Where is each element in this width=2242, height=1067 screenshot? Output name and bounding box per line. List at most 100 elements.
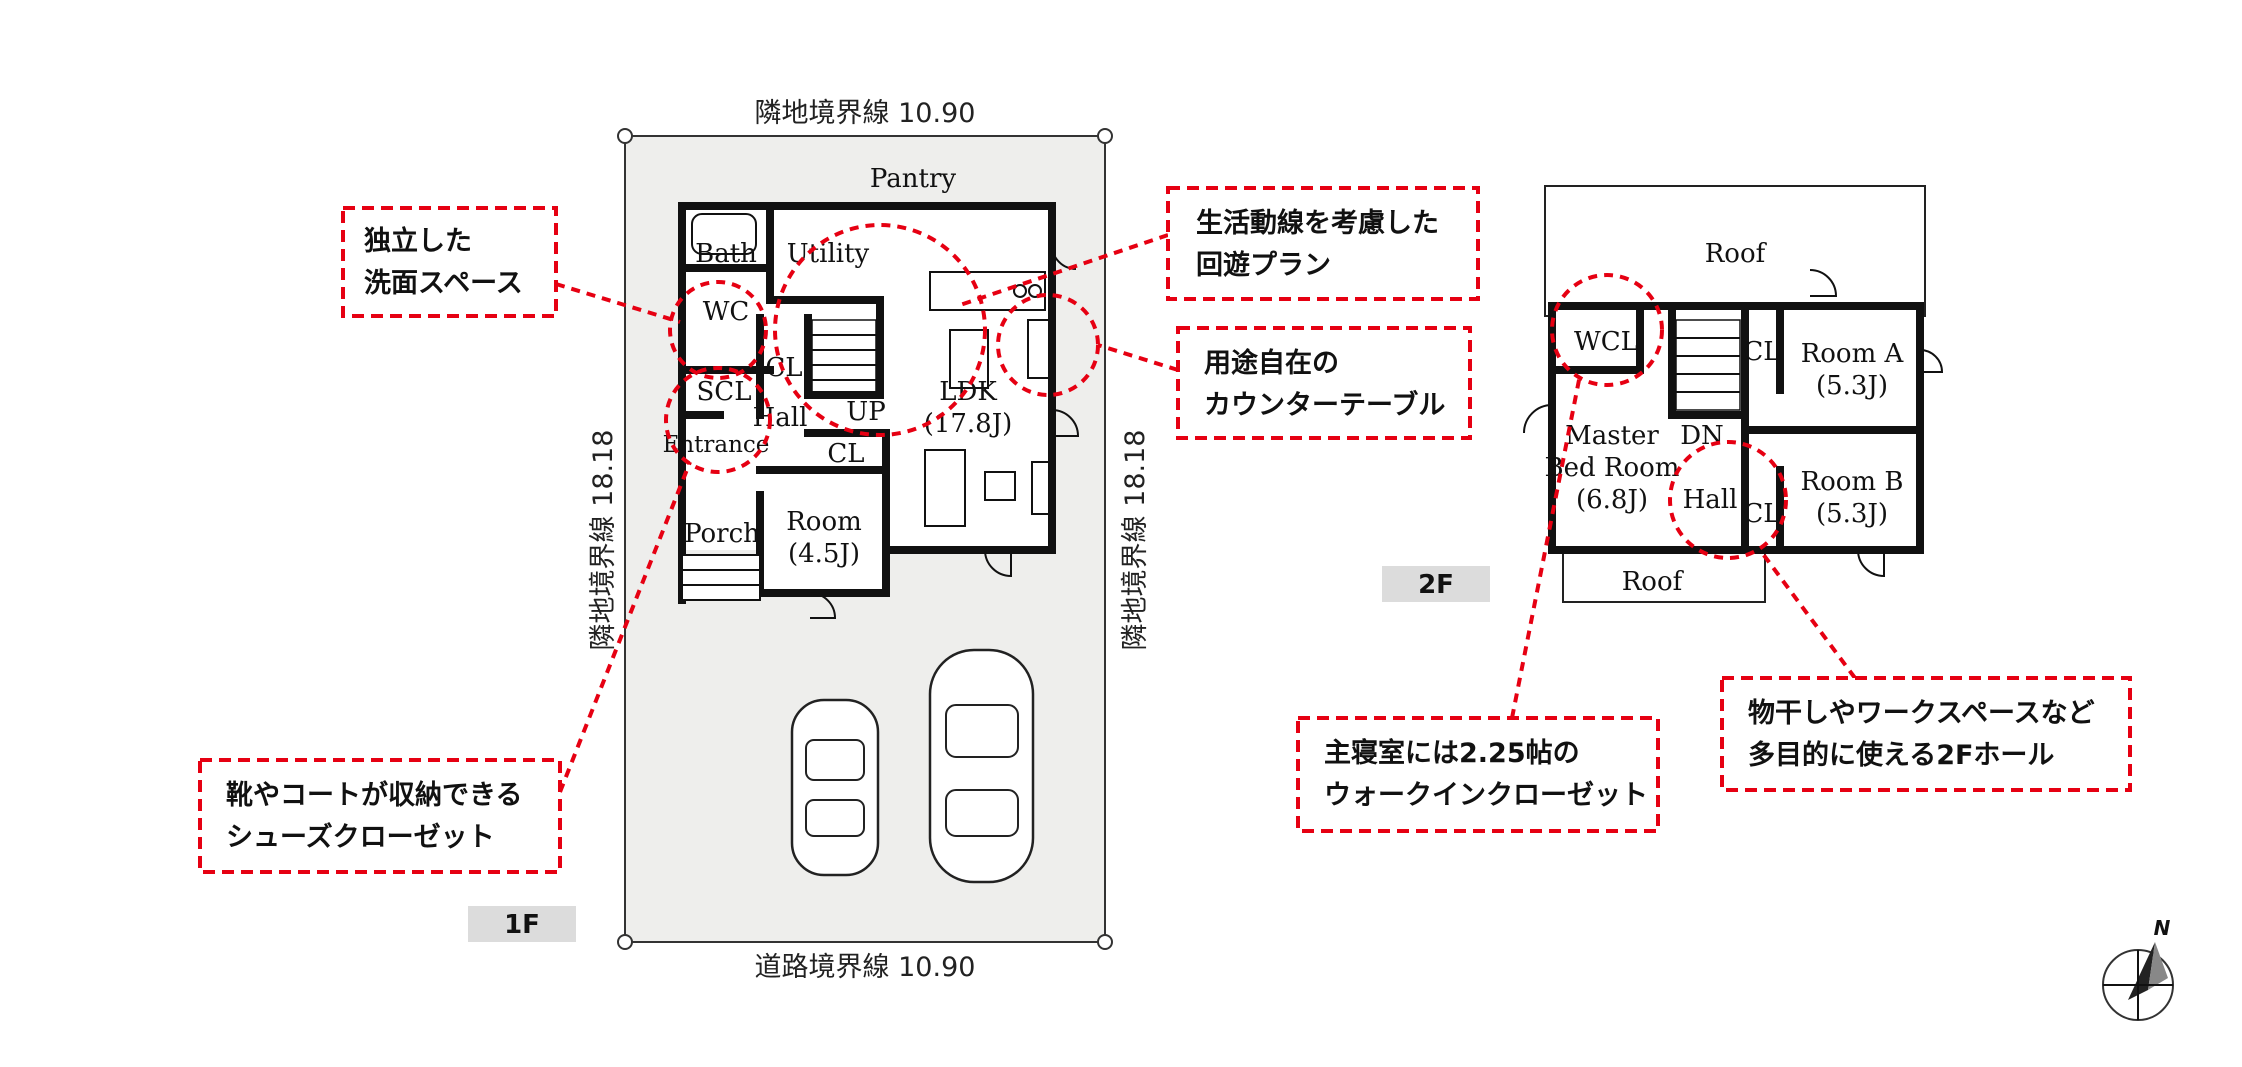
floor2-label: 2F bbox=[1418, 570, 1454, 600]
callout-line2: ウォークインクローゼット bbox=[1324, 780, 1648, 811]
floor1-label: 1F bbox=[504, 910, 540, 940]
sofa bbox=[924, 449, 966, 527]
car-rear-window bbox=[805, 799, 865, 837]
callout-box bbox=[1296, 716, 1660, 833]
room-label-roof-bottom: Roof bbox=[1622, 567, 1685, 597]
room-label-room-b: Room B bbox=[1801, 467, 1904, 497]
stove-burner bbox=[1013, 284, 1027, 298]
room-label-entrance: Entrance bbox=[663, 432, 770, 458]
door-swing bbox=[809, 592, 837, 619]
room-label-cl-a: CL bbox=[1743, 337, 1780, 367]
callout-box bbox=[1166, 186, 1480, 301]
right-boundary-label: 隣地境界線 18.18 bbox=[1120, 430, 1151, 651]
lot-corner bbox=[1097, 934, 1113, 950]
door-swing bbox=[1857, 549, 1885, 578]
leader-line bbox=[1758, 548, 1857, 680]
car-body bbox=[790, 698, 880, 877]
room-label-master: Master bbox=[1565, 421, 1659, 451]
room-label-room-size: (4.5J) bbox=[788, 539, 860, 569]
room-label-room-a: Room A bbox=[1801, 339, 1905, 369]
room-label-pantry: Pantry bbox=[870, 164, 956, 194]
car-small bbox=[790, 698, 880, 877]
top-boundary-label: 隣地境界線 10.90 bbox=[755, 98, 976, 129]
callout-line1: 独立した bbox=[364, 225, 472, 257]
leader-lines bbox=[555, 233, 1857, 793]
room-label-ldk-size: (17.8J) bbox=[924, 409, 1013, 439]
room-label-hall-2f: Hall bbox=[1683, 485, 1738, 515]
floor2-plan: Roof Roof WCL CL Room A (5.3J) Master DN bbox=[1523, 185, 1944, 603]
compass-north-label: N bbox=[2154, 916, 2171, 940]
room-label-scl: SCL bbox=[697, 377, 752, 407]
room-label-wc: WC bbox=[703, 297, 750, 327]
car-rear-window bbox=[945, 789, 1019, 837]
floor2-badge: 2F bbox=[1382, 566, 1490, 602]
bottom-boundary-label: 道路境界線 10.90 bbox=[755, 952, 976, 983]
porch-steps bbox=[681, 554, 761, 601]
callout-box bbox=[341, 206, 558, 318]
callout-wcl: 主寝室には2.25帖の ウォークインクローゼット bbox=[1296, 716, 1660, 833]
room-label-ldk: LDK bbox=[939, 377, 997, 407]
callout-shoe-closet: 靴やコートが収納できる シューズクローゼット bbox=[198, 758, 562, 874]
highlight-washroom bbox=[668, 280, 768, 380]
leader-line bbox=[1510, 374, 1582, 719]
leader-line bbox=[1097, 343, 1179, 372]
room-label-cl-b: CL bbox=[1743, 499, 1780, 529]
leader-line bbox=[959, 233, 1169, 307]
highlight-shoe-closet bbox=[664, 366, 772, 474]
stove-burner bbox=[1028, 284, 1042, 298]
tv-stand bbox=[1031, 461, 1051, 515]
room-label-bath: Bath bbox=[695, 239, 757, 269]
callout-washroom: 独立した 洗面スペース bbox=[341, 206, 558, 318]
stair-treads bbox=[1675, 319, 1741, 411]
door-swing bbox=[1523, 404, 1553, 434]
callout-line2: カウンターテーブル bbox=[1204, 389, 1445, 421]
car-windshield bbox=[945, 704, 1019, 758]
callout-line1: 靴やコートが収納できる bbox=[226, 779, 522, 811]
callout-line1: 用途自在の bbox=[1204, 347, 1339, 379]
room-label-room: Room bbox=[786, 507, 862, 537]
coffee-table bbox=[984, 471, 1016, 501]
floor2-badge-bg bbox=[1382, 566, 1490, 602]
highlight-wcl bbox=[1550, 273, 1664, 387]
callout-line2: 回遊プラン bbox=[1196, 250, 1331, 281]
car-body bbox=[928, 648, 1035, 884]
floor1-badge-bg bbox=[468, 906, 576, 942]
door-swing bbox=[984, 549, 1012, 578]
door-swing bbox=[1919, 349, 1944, 373]
callout-box bbox=[198, 758, 562, 874]
left-boundary-label: 隣地境界線 18.18 bbox=[588, 430, 619, 651]
highlight-circulation bbox=[773, 223, 987, 437]
compass-needle bbox=[2148, 942, 2168, 990]
car-large bbox=[928, 648, 1035, 884]
callout-box bbox=[1176, 326, 1472, 440]
leader-line bbox=[558, 461, 692, 793]
room-label-porch: Porch bbox=[684, 519, 760, 549]
lot-corner bbox=[1097, 128, 1113, 144]
bathtub bbox=[691, 213, 757, 255]
room-label-roof-top: Roof bbox=[1705, 239, 1768, 269]
callout-box bbox=[1720, 676, 2132, 792]
lot-corner bbox=[617, 128, 633, 144]
room-label-hall: Hall bbox=[753, 403, 808, 433]
highlight-2f-hall bbox=[1668, 440, 1788, 560]
callout-2f-hall: 物干しやワークスペースなど 多目的に使える2Fホール bbox=[1720, 676, 2132, 792]
floor1-badge: 1F bbox=[468, 906, 576, 942]
leader-line bbox=[555, 282, 681, 324]
door-swing bbox=[1809, 269, 1838, 297]
kitchen-counter bbox=[929, 271, 1046, 311]
callout-line1: 物干しやワークスペースなど bbox=[1748, 698, 2095, 729]
compass: N bbox=[2102, 916, 2174, 1021]
callout-line1: 生活動線を考慮した bbox=[1196, 207, 1439, 239]
room-label-up: UP bbox=[846, 397, 885, 427]
door-swing bbox=[1051, 409, 1080, 437]
room-label-bed-room: Bed Room bbox=[1545, 453, 1680, 483]
room-label-room-b-size: (5.3J) bbox=[1816, 499, 1888, 529]
callout-line2: 洗面スペース bbox=[364, 268, 523, 299]
room-label-master-size: (6.8J) bbox=[1576, 485, 1648, 515]
callout-line1: 主寝室には2.25帖の bbox=[1324, 737, 1580, 769]
room-label-room-a-size: (5.3J) bbox=[1816, 371, 1888, 401]
floor1-plan: Pantry Bath Utility WC CL SCL Hall UP LD… bbox=[663, 164, 1080, 619]
callout-line2: 多目的に使える2Fホール bbox=[1748, 739, 2054, 771]
stair-treads bbox=[811, 319, 877, 393]
lot-corner bbox=[617, 934, 633, 950]
